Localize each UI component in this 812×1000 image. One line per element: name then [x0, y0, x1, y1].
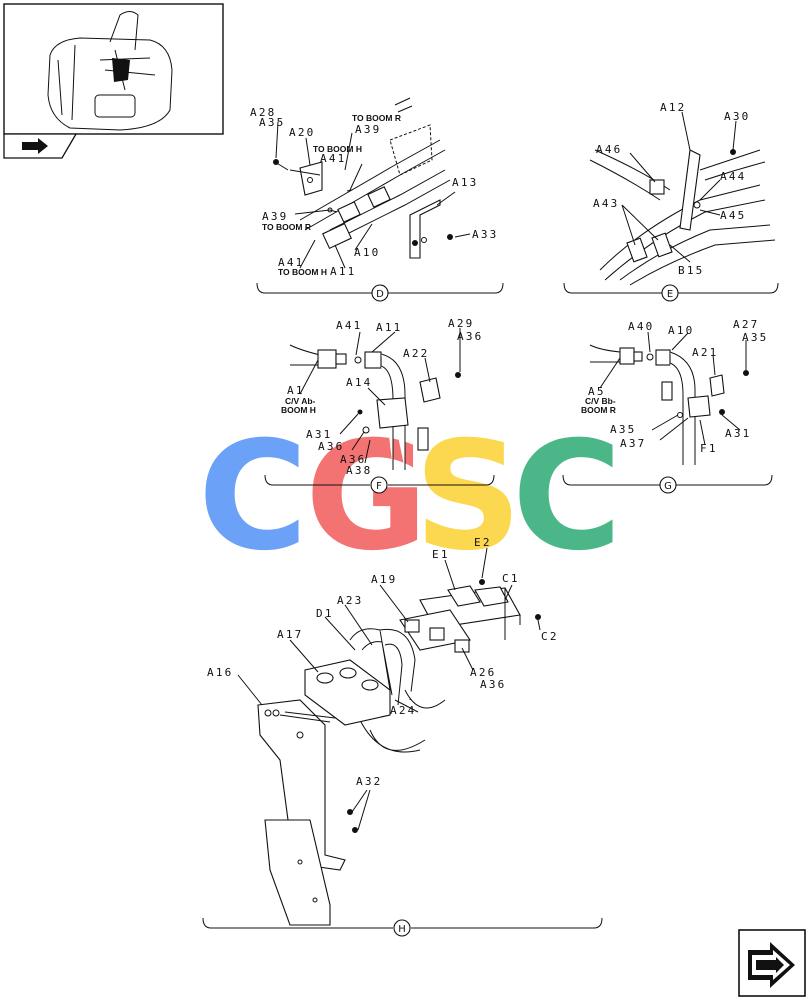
svg-text:A28: A28: [250, 106, 276, 119]
section-d-drawing: [256, 97, 504, 294]
section-f-drawing: [264, 328, 495, 486]
section-h-drawing: [202, 547, 603, 929]
svg-text:A31: A31: [306, 428, 332, 441]
note-boom-r: BOOM R: [581, 405, 616, 415]
svg-text:A19: A19: [371, 573, 397, 586]
svg-text:A43: A43: [593, 197, 619, 210]
watermark-letter: C: [198, 410, 308, 584]
svg-text:E: E: [667, 289, 673, 300]
svg-text:D: D: [376, 289, 384, 300]
svg-text:A32: A32: [356, 775, 382, 788]
svg-text:F1: F1: [700, 442, 718, 455]
svg-text:A45: A45: [720, 209, 746, 222]
svg-text:A36: A36: [457, 330, 483, 343]
note-to-boom-h: TO BOOM H: [313, 144, 362, 154]
watermark: C G S C: [198, 410, 622, 584]
svg-text:A27: A27: [733, 318, 759, 331]
svg-text:A44: A44: [720, 170, 746, 183]
svg-text:A30: A30: [724, 110, 750, 123]
svg-text:A10: A10: [354, 246, 380, 259]
svg-text:A10: A10: [668, 324, 694, 337]
svg-text:A41: A41: [278, 256, 304, 269]
svg-text:A11: A11: [330, 265, 356, 278]
svg-text:A41: A41: [336, 319, 362, 332]
svg-text:B15: B15: [678, 264, 704, 277]
svg-text:F: F: [376, 481, 382, 492]
svg-text:A5: A5: [588, 385, 606, 398]
svg-text:A33: A33: [472, 228, 498, 241]
watermark-letter: S: [414, 410, 522, 584]
svg-text:A22: A22: [403, 347, 429, 360]
svg-text:A1: A1: [287, 384, 305, 397]
svg-text:A36: A36: [318, 440, 344, 453]
section-f-marker[interactable]: F: [370, 476, 388, 494]
watermark-letter: C: [512, 410, 622, 584]
svg-text:A31: A31: [725, 427, 751, 440]
svg-text:A16: A16: [207, 666, 233, 679]
note-boom-h: BOOM H: [281, 405, 316, 415]
svg-text:G: G: [664, 481, 672, 492]
svg-text:A11: A11: [376, 321, 402, 334]
svg-text:A24: A24: [390, 704, 416, 717]
note-to-boom-r-2: TO BOOM R: [262, 222, 311, 232]
section-g-marker[interactable]: G: [659, 476, 677, 494]
svg-text:A36: A36: [480, 678, 506, 691]
svg-text:C2: C2: [541, 630, 559, 643]
note-to-boom-h-2: TO BOOM H: [278, 267, 327, 277]
svg-text:A41: A41: [320, 152, 346, 165]
svg-text:A26: A26: [470, 666, 496, 679]
svg-text:A29: A29: [448, 317, 474, 330]
section-e-drawing: [563, 111, 779, 294]
svg-text:A21: A21: [692, 346, 718, 359]
svg-text:D1: D1: [316, 607, 334, 620]
svg-text:A39: A39: [355, 123, 381, 136]
svg-text:A40: A40: [628, 320, 654, 333]
svg-text:A14: A14: [346, 376, 372, 389]
svg-text:A23: A23: [337, 594, 363, 607]
nav-arrow-small-icon[interactable]: [3, 133, 78, 159]
overview-thumbnail[interactable]: [3, 3, 224, 135]
note-to-boom-r: TO BOOM R: [352, 113, 401, 123]
svg-text:A12: A12: [660, 101, 686, 114]
svg-text:A17: A17: [277, 628, 303, 641]
section-g-drawing: [562, 331, 773, 486]
svg-text:A20: A20: [289, 126, 315, 139]
section-d-marker[interactable]: D: [371, 284, 389, 302]
svg-text:A36: A36: [340, 453, 366, 466]
svg-text:A37: A37: [620, 437, 646, 450]
watermark-letter: G: [305, 410, 428, 584]
svg-text:A35: A35: [742, 331, 768, 344]
section-h-marker[interactable]: H: [393, 919, 411, 937]
svg-text:A35: A35: [610, 423, 636, 436]
svg-text:A35: A35: [259, 116, 285, 129]
svg-text:H: H: [398, 924, 406, 935]
svg-text:A46: A46: [596, 143, 622, 156]
svg-text:A13: A13: [452, 176, 478, 189]
svg-text:A39: A39: [262, 210, 288, 223]
svg-text:C1: C1: [502, 572, 520, 585]
note-cv-ab: C/V Ab-: [285, 396, 316, 406]
svg-text:A38: A38: [346, 464, 372, 477]
svg-text:E2: E2: [474, 536, 492, 549]
next-page-arrow-icon[interactable]: [738, 929, 806, 997]
section-e-marker[interactable]: E: [661, 284, 679, 302]
note-cv-bb: C/V Bb-: [585, 396, 616, 406]
svg-text:E1: E1: [432, 548, 450, 561]
